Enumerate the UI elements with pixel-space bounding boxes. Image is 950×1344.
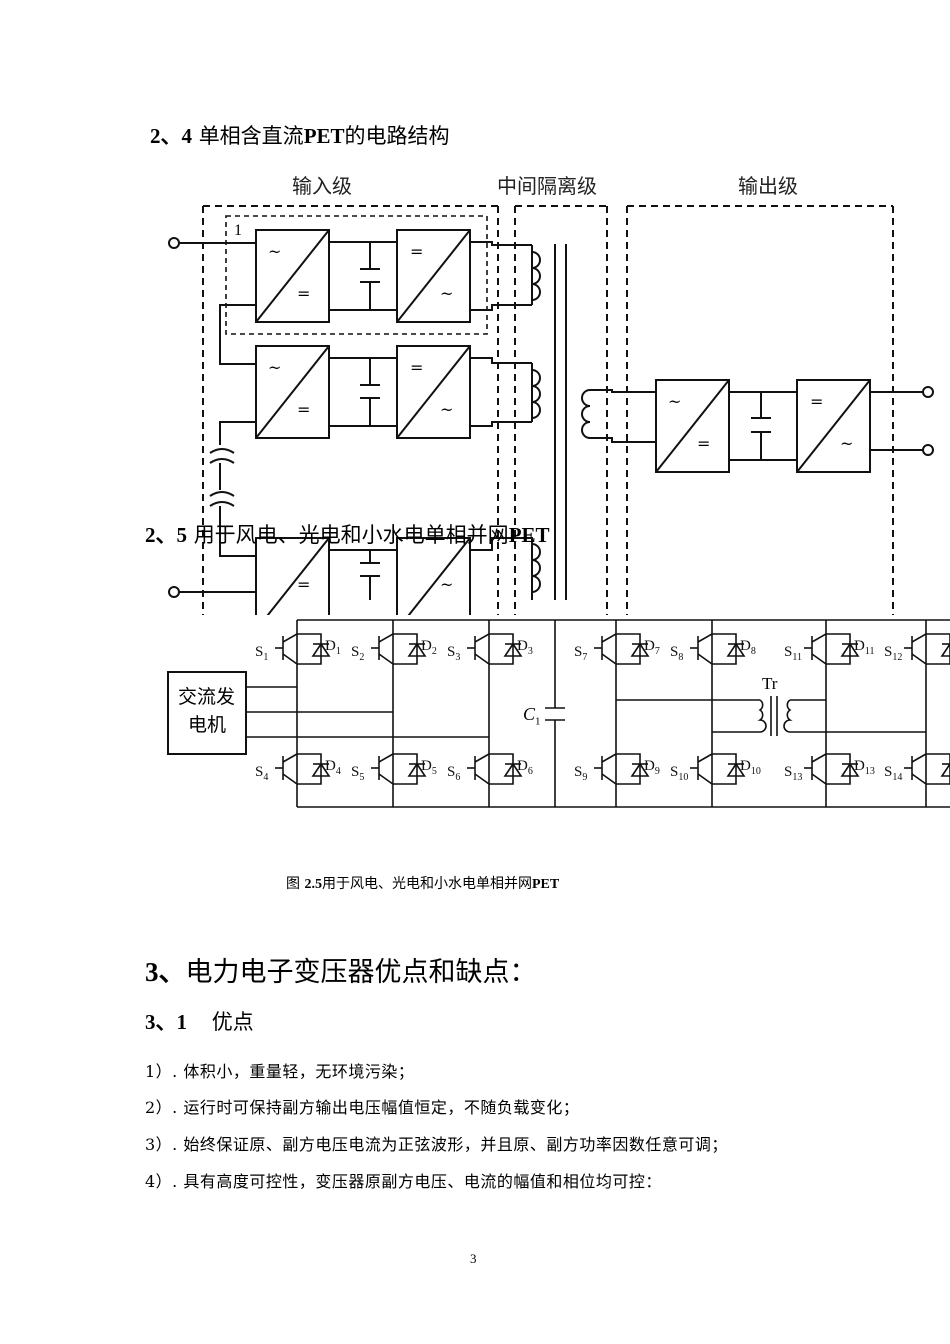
generator-box [167, 671, 247, 755]
capacitor-label: C1 [523, 704, 541, 728]
dc-symbol: = [297, 284, 311, 303]
heading-bold: PET [303, 124, 345, 148]
dc-symbol: = [410, 242, 424, 261]
heading-text-end: 的电路结构 [344, 124, 450, 148]
advantage-item-1: 1）. 体积小，重量轻，无环境污染； [145, 1062, 415, 1081]
output-stage-box [626, 205, 894, 615]
heading-text: 优点 [211, 1010, 254, 1034]
caption-number: 2.5 [304, 877, 322, 892]
heading-text: 电力电子变压器优点和缺点： [185, 957, 537, 988]
switch-cell-bottom-6: S14 [884, 753, 950, 785]
section-number: 2、4 [150, 124, 192, 148]
heading-bold: PET [508, 523, 550, 547]
input-stage-box [202, 205, 499, 615]
switch-label: S10 [670, 764, 688, 783]
switch-cell-top-6: S12 [884, 633, 950, 665]
section-3-heading: 3、电力电子变压器优点和缺点： [145, 950, 537, 989]
ac-symbol: ~ [268, 358, 282, 377]
heading-text: 用于风电、光电和小水电单相并网 [193, 523, 509, 547]
switch-label: S6 [447, 764, 460, 783]
ac-symbol: ~ [668, 392, 682, 411]
switch-label: S8 [670, 644, 683, 663]
advantage-item-4: 4）. 具有高度可控性，变压器原副方电压、电流的幅值和相位均可控： [145, 1172, 662, 1191]
ac-symbol: ~ [440, 575, 454, 594]
caption-prefix: 图 [286, 876, 300, 892]
caption-bold: PET [531, 877, 560, 892]
stage-isolation-label: 中间隔离级 [497, 174, 597, 198]
switch-label: S9 [574, 764, 587, 783]
input-terminal-bottom [168, 586, 180, 598]
page-number: 3 [470, 1251, 477, 1266]
generator-label-line1: 交流发 [178, 686, 236, 708]
dc-symbol: = [410, 358, 424, 377]
dc-symbol: = [697, 434, 711, 453]
switch-label: S5 [351, 764, 364, 783]
switch-label: S1 [255, 644, 268, 663]
capacitor-name: C [523, 704, 536, 724]
stage-input-label: 输入级 [292, 174, 352, 198]
generator-label-line2: 电机 [188, 714, 227, 736]
dc-symbol: = [810, 392, 824, 411]
isolation-stage-box [514, 205, 608, 615]
output-terminal-top [922, 386, 934, 398]
dc-symbol: = [297, 575, 311, 594]
section-number: 2、5 [145, 523, 187, 547]
advantage-item-3: 3）. 始终保证原、副方电压电流为正弦波形，并且原、副方功率因数任意可调； [145, 1135, 728, 1154]
advantage-item-2: 2）. 运行时可保持副方输出电压幅值恒定，不随负载变化； [145, 1098, 580, 1117]
switch-label: S11 [784, 644, 802, 663]
section-number: 3、 [145, 957, 186, 987]
switch-label: S3 [447, 644, 460, 663]
transformer-label: Tr [762, 674, 778, 693]
pet-circuit-diagram [168, 205, 934, 615]
caption-text: 用于风电、光电和小水电单相并网 [321, 876, 532, 892]
switch-label: S12 [884, 644, 902, 663]
module-1-box [225, 215, 488, 335]
section-number: 3、1 [145, 1010, 187, 1034]
figure-pet-structure: 输入级 中间隔离级 输出级 [0, 160, 950, 615]
ac-symbol: ~ [440, 284, 454, 303]
module-index-label: 1 [234, 222, 242, 239]
section-3-1-heading: 3、1 优点 [145, 1006, 254, 1036]
switch-label: S14 [884, 764, 902, 783]
switch-label: S4 [255, 764, 268, 783]
ac-symbol: ~ [440, 400, 454, 419]
section-2-5-heading: 2、5 用于风电、光电和小水电单相并网PET [145, 519, 550, 549]
dc-symbol: = [297, 400, 311, 419]
section-2-4-heading: 2、4 单相含直流PET的电路结构 [150, 120, 450, 150]
switch-label: S2 [351, 644, 364, 663]
output-terminal-bottom [922, 444, 934, 456]
ac-symbol: ~ [268, 242, 282, 261]
switch-label: S7 [574, 644, 587, 663]
input-terminal-top [168, 237, 180, 249]
figure-caption: 图 2.5用于风电、光电和小水电单相并网PET [286, 873, 559, 893]
capacitor-subscript: 1 [535, 715, 541, 728]
stage-output-label: 输出级 [738, 174, 798, 198]
ac-symbol: ~ [840, 434, 854, 453]
heading-text: 单相含直流 [198, 124, 304, 148]
switch-label: S13 [784, 764, 802, 783]
